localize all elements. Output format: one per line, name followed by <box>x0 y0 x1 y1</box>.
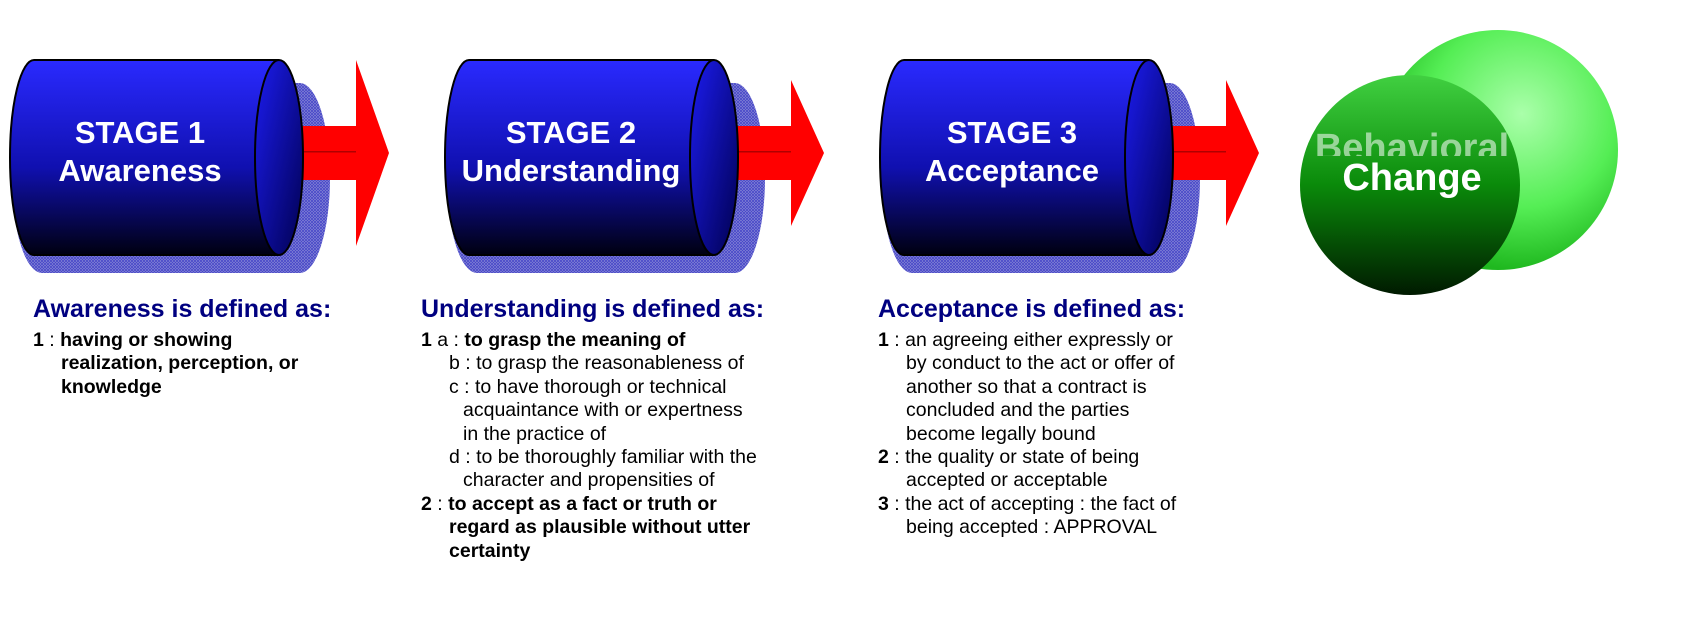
definition-text: a : to grasp the meaning of <box>437 329 686 351</box>
goal-label: Behavioral Change <box>1312 128 1512 200</box>
definition-line: realization, perception, or <box>33 352 298 375</box>
definition-text: knowledge <box>61 375 162 398</box>
definition-line: acquaintance with or expertness <box>421 399 757 422</box>
definition-line: knowledge <box>33 376 298 399</box>
definition-text: accepted or acceptable <box>906 469 1108 492</box>
definition-line: being accepted : APPROVAL <box>878 516 1176 539</box>
definition-line: concluded and the parties <box>878 399 1176 422</box>
stage-1-arrow <box>283 60 389 246</box>
definition-line: 1 : an agreeing either expressly or <box>878 329 1173 351</box>
definition-line: 3 : the act of accepting : the fact of <box>878 492 1177 515</box>
definition-line: certainty <box>421 540 757 563</box>
definition-number: 2 <box>421 492 432 515</box>
definition-text: by conduct to the act or offer of <box>906 352 1175 375</box>
definition-text: being accepted : APPROVAL <box>906 516 1158 539</box>
stage-1-body <box>10 60 280 255</box>
definition-number: 3 <box>878 492 889 515</box>
stage-2-name: Understanding <box>461 153 681 188</box>
definition-text: d : to be thoroughly familiar with the <box>449 446 757 469</box>
definition-text: character and propensities of <box>463 469 715 492</box>
stage-3-number: STAGE 3 <box>946 115 1078 150</box>
definition-line: b : to grasp the reasonableness of <box>421 352 757 375</box>
definition-text: the quality or state of being <box>905 446 1140 469</box>
definition-text-emphasis: to grasp the meaning of <box>464 329 686 351</box>
definition-text: to accept as a fact or truth or <box>448 492 717 515</box>
definition-text: acquaintance with or expertness <box>463 399 743 422</box>
definition-text: certainty <box>449 539 531 562</box>
definition-line: accepted or acceptable <box>878 469 1176 492</box>
definition-line: regard as plausible without utter <box>421 516 757 539</box>
definition-text: in the practice of <box>463 422 607 445</box>
goal-circle <box>1300 30 1618 295</box>
definition-text: having or showing <box>60 329 233 351</box>
definition-line: 1 : having or showing <box>33 329 233 351</box>
stage-2-number: STAGE 2 <box>505 115 637 150</box>
definition-text: c : to have thorough or technical <box>449 375 727 398</box>
definition-number: 1 <box>878 329 889 351</box>
definition-line: d : to be thoroughly familiar with the <box>421 446 757 469</box>
definition-text: an agreeing either expressly or <box>905 329 1173 351</box>
definition-line: by conduct to the act or offer of <box>878 352 1176 375</box>
definition-text: another so that a contract is <box>906 375 1147 398</box>
definition-number: 1 <box>421 329 432 351</box>
stage-3-body <box>880 60 1149 255</box>
stage-3-label: STAGE 3 Acceptance <box>882 114 1142 190</box>
understanding-heading: Understanding is defined as: <box>421 295 765 323</box>
definition-line: 2 : the quality or state of being <box>878 446 1140 469</box>
acceptance-heading: Acceptance is defined as: <box>878 295 1186 323</box>
stage-1-label: STAGE 1 Awareness <box>10 114 270 190</box>
definition-number: 1 <box>33 329 44 351</box>
definition-text: become legally bound <box>906 422 1096 445</box>
stage-2-label: STAGE 2 Understanding <box>441 114 701 190</box>
stage-3-cylinder <box>879 59 1259 273</box>
goal-line-2: Change <box>1342 157 1482 199</box>
goal-line-1: Behavioral <box>1314 128 1510 156</box>
stage-1-name: Awareness <box>58 153 222 188</box>
definition-line: character and propensities of <box>421 469 757 492</box>
definition-line: c : to have thorough or technical <box>421 376 757 399</box>
definition-number: 2 <box>878 446 889 469</box>
definition-text: b : to grasp the reasonableness of <box>449 352 744 375</box>
definition-text: concluded and the parties <box>906 399 1130 422</box>
awareness-heading: Awareness is defined as: <box>33 295 332 323</box>
definition-line: become legally bound <box>878 423 1176 446</box>
definition-line: in the practice of <box>421 423 757 446</box>
stage-2-body <box>445 60 714 255</box>
goal-circle-front <box>1300 75 1520 295</box>
stage-3-arrow <box>1153 80 1259 226</box>
definition-text: the act of accepting : the fact of <box>905 492 1177 515</box>
definition-line: 1 a : to grasp the meaning of <box>421 329 757 352</box>
stage-2-arrow <box>718 80 824 226</box>
definition-line: 2 : to accept as a fact or truth or <box>421 492 717 515</box>
definition-text: regard as plausible without utter <box>449 516 751 539</box>
stage-1-number: STAGE 1 <box>74 115 206 150</box>
stage-3-name: Acceptance <box>924 153 1100 188</box>
definition-line: another so that a contract is <box>878 376 1176 399</box>
stage-2-cylinder <box>444 59 824 273</box>
stage-1-cylinder <box>9 59 389 273</box>
definition-text: realization, perception, or <box>61 352 299 375</box>
